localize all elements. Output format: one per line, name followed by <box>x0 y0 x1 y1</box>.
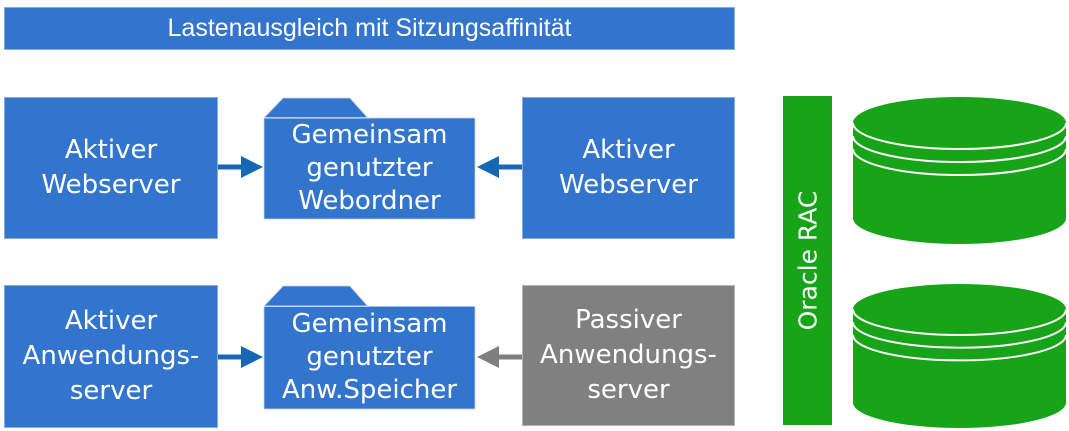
active-appserver-box: Aktiver Anwendungs- server <box>4 285 218 428</box>
active-webserver-right-box: Aktiver Webserver <box>522 97 735 239</box>
arrow-right-icon-app <box>218 346 263 368</box>
folder-icon <box>263 285 476 410</box>
arrow-right-icon-web <box>218 156 263 178</box>
database-cylinder-icon-bottom <box>853 284 1066 428</box>
shared-app-storage-shape: Gemeinsam genutzter Anw.Speicher <box>263 285 476 410</box>
arrow-left-icon-web <box>477 156 522 178</box>
database-cylinder-icon-top <box>853 97 1066 244</box>
folder-icon <box>263 97 476 220</box>
diagram-title-text: Lastenausgleich mit Sitzungsaffinität <box>167 14 572 42</box>
shared-app-storage-label: Gemeinsam genutzter Anw.Speicher <box>281 309 458 405</box>
active-webserver-left-box: Aktiver Webserver <box>4 97 218 239</box>
oracle-rac-bar: Oracle RAC <box>783 96 832 425</box>
arrow-left-icon-app <box>477 346 522 368</box>
passive-appserver-box: Passiver Anwendungs- server <box>522 285 735 426</box>
diagram-title-bar: Lastenausgleich mit Sitzungsaffinität <box>4 7 735 50</box>
oracle-rac-label: Oracle RAC <box>793 190 822 331</box>
shared-web-folder-label: Gemeinsam genutzter Webordner <box>291 120 448 216</box>
shared-web-folder-shape: Gemeinsam genutzter Webordner <box>263 97 476 220</box>
